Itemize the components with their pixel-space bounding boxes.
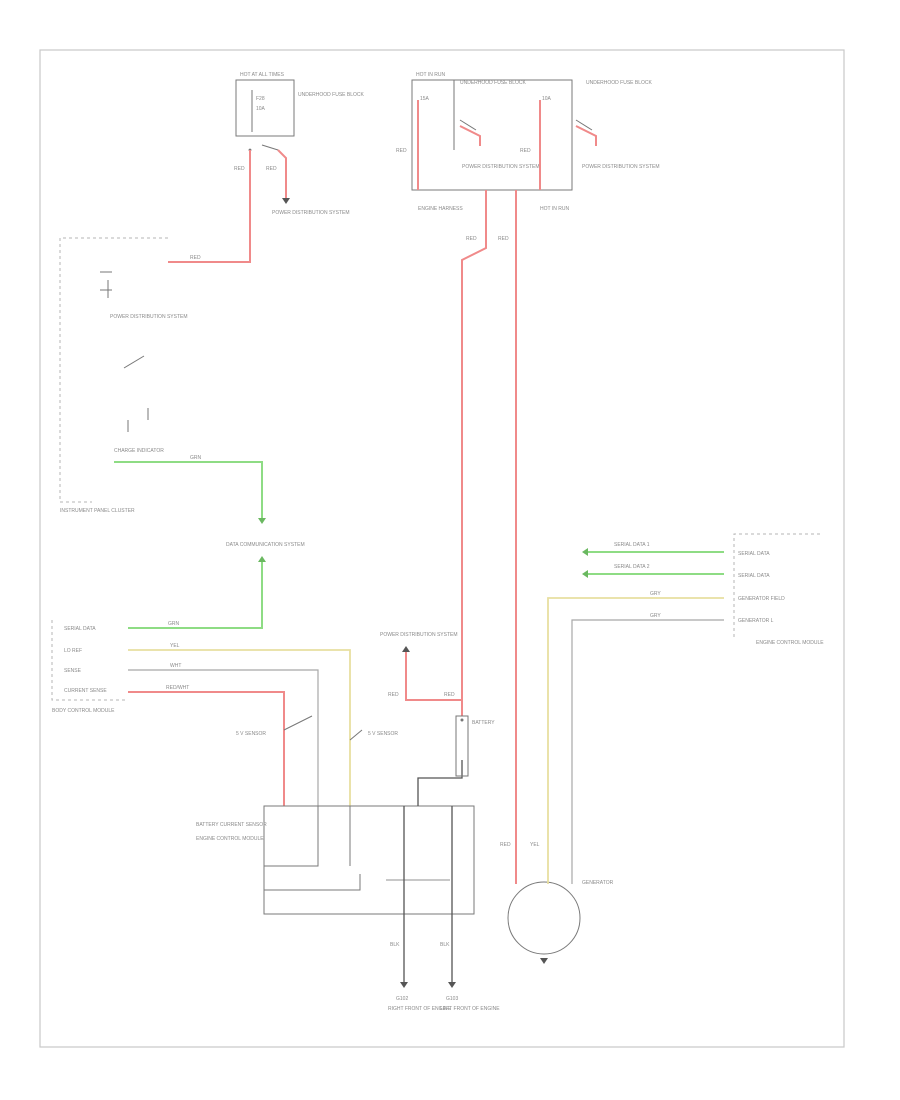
wire-gray-gen-l <box>571 619 724 884</box>
battery-junction <box>455 715 469 777</box>
label-ground-left-desc: RIGHT FRONT OF ENGINE <box>388 1006 452 1012</box>
fuse-block-middle: HOT IN RUN UNDERHOOD FUSE BLOCK UNDERHOO… <box>411 72 660 212</box>
wire-green-bcm-data <box>128 562 263 629</box>
bcm-pin-sense: SENSE <box>64 668 82 674</box>
label-instrument-cluster: INSTRUMENT PANEL CLUSTER <box>60 508 135 514</box>
arrow-data-down <box>258 518 266 524</box>
arrow-power-distribution <box>282 198 290 204</box>
switch-5v-left <box>283 715 313 731</box>
label-engine-harness: ENGINE HARNESS <box>418 206 463 212</box>
label-underhood-fuse-block-3: UNDERHOOD FUSE BLOCK <box>586 80 653 86</box>
wire-code-red-4: RED <box>520 148 531 154</box>
junction-dot-battery <box>460 718 464 722</box>
wire-code-yel-1: YEL <box>170 643 180 649</box>
label-power-dist-2: POWER DISTRIBUTION SYSTEM <box>462 164 540 170</box>
arrow-generator-ground <box>540 958 548 964</box>
fuse-block-left: HOT AT ALL TIMES F28 10A UNDERHOOD FUSE … <box>234 72 365 216</box>
wire-yellow-gen-field <box>547 597 724 884</box>
ecm-pin-gen-field: GENERATOR FIELD <box>738 596 785 602</box>
ecm-pin-serial-2: SERIAL DATA <box>738 573 770 579</box>
wire-red-fuse-right-branch <box>575 125 597 146</box>
wire-red-battery <box>405 652 463 716</box>
label-charge-indicator: CHARGE INDICATOR <box>114 448 164 454</box>
switch-5v-right <box>349 729 363 741</box>
wire-white-sense <box>128 669 319 806</box>
bcm-pin-serial-data: SERIAL DATA <box>64 626 96 632</box>
label-battery-sensor: BATTERY CURRENT SENSOR <box>196 822 267 828</box>
arrow-serial-1 <box>582 548 588 556</box>
label-underhood-fuse-block-1: UNDERHOOD FUSE BLOCK <box>298 92 365 98</box>
wire-red-to-cluster <box>168 150 251 263</box>
wire-code-wht-1: WHT <box>170 663 181 669</box>
label-engine-control-module: ENGINE CONTROL MODULE <box>196 836 264 842</box>
label-generator: GENERATOR <box>582 880 614 886</box>
label-power-dist-1: POWER DISTRIBUTION SYSTEM <box>272 210 350 216</box>
wire-code-red-5: RED <box>466 236 477 242</box>
bcm-pin-current-sense: CURRENT SENSE <box>64 688 107 694</box>
wire-red-fuse-mid-branch <box>459 125 481 146</box>
label-hot-at-all-times: HOT AT ALL TIMES <box>240 72 285 78</box>
arrow-ground-right <box>448 982 456 988</box>
label-fuse-right: 10A <box>542 96 552 102</box>
wire-code-blk-2: BLK <box>440 942 450 948</box>
generator-body <box>507 881 581 955</box>
label-body-control-module: BODY CONTROL MODULE <box>52 708 115 714</box>
wire-red-feed-battery <box>461 190 487 702</box>
label-ground-left: G102 <box>396 996 408 1002</box>
arrow-data-up <box>258 556 266 562</box>
wire-black-module <box>417 760 463 806</box>
arrow-serial-2 <box>582 570 588 578</box>
wire-code-red-3: RED <box>396 148 407 154</box>
arrow-power-distribution-mid <box>402 646 410 652</box>
label-fuse-mid: 15A <box>420 96 430 102</box>
label-battery: BATTERY <box>472 720 495 726</box>
wire-green-cluster-data <box>114 461 263 520</box>
label-hot-in-run-right: HOT IN RUN <box>540 206 569 212</box>
battery-current-sensor: BATTERY CURRENT SENSOR ENGINE CONTROL MO… <box>196 805 475 915</box>
wire-code-red-cluster: RED <box>190 255 201 261</box>
label-power-dist-mid: POWER DISTRIBUTION SYSTEM <box>110 314 188 320</box>
wire-code-blk-1: BLK <box>390 942 400 948</box>
label-ground-right-desc: LEFT FRONT OF ENGINE <box>440 1006 500 1012</box>
body-control-module: SERIAL DATA LO REF SENSE CURRENT SENSE B… <box>51 620 128 714</box>
wire-code-red-wht-1: RED/WHT <box>166 685 189 691</box>
label-serial-data-2: SERIAL DATA 2 <box>614 564 650 570</box>
ecm-pin-serial-1: SERIAL DATA <box>738 551 770 557</box>
wire-code-grn-2: GRN <box>168 621 180 627</box>
engine-control-module-right: SERIAL DATA SERIAL DATA GENERATOR FIELD … <box>733 533 824 646</box>
label-ground-right: G103 <box>446 996 458 1002</box>
wire-code-red-6: RED <box>498 236 509 242</box>
label-ecm-right: ENGINE CONTROL MODULE <box>756 640 824 646</box>
wire-red-fuse-left-branch <box>277 149 287 198</box>
label-5v-sensor-right: 5 V SENSOR <box>368 731 398 737</box>
label-fuse-f28: F28 <box>256 96 265 102</box>
diagram-frame <box>39 49 845 1048</box>
wire-yellow-lo-ref <box>128 649 351 806</box>
generator: GENERATOR <box>507 880 614 964</box>
label-power-dist-3: POWER DISTRIBUTION SYSTEM <box>582 164 660 170</box>
label-serial-data-1: SERIAL DATA 1 <box>614 542 650 548</box>
wire-code-red-8: RED <box>388 692 399 698</box>
label-5v-sensor-left: 5 V SENSOR <box>236 731 266 737</box>
wire-red-current-sense <box>128 691 285 806</box>
label-power-dist-4: POWER DISTRIBUTION SYSTEM <box>380 632 458 638</box>
label-data-comm: DATA COMMUNICATION SYSTEM <box>226 542 305 548</box>
label-hot-in-run-left: HOT IN RUN <box>416 72 445 78</box>
wire-code-gry-2: GRY <box>650 613 661 619</box>
instrument-panel-cluster: POWER DISTRIBUTION SYSTEM CHARGE INDICAT… <box>59 237 188 514</box>
label-fuse-amps: 10A <box>256 106 266 112</box>
label-underhood-fuse-block-2: UNDERHOOD FUSE BLOCK <box>460 80 527 86</box>
bcm-pin-lo-ref: LO REF <box>64 648 82 654</box>
wire-code-red-9: RED <box>444 692 455 698</box>
ecm-pin-gen-l: GENERATOR L <box>738 618 774 624</box>
wire-code-red-1: RED <box>234 166 245 172</box>
arrow-ground-left <box>400 982 408 988</box>
wire-code-red-2: RED <box>266 166 277 172</box>
wire-code-red-7: RED <box>500 842 511 848</box>
wire-code-gry-1: GRY <box>650 591 661 597</box>
wire-code-grn-1: GRN <box>190 455 202 461</box>
wire-code-yel-2: YEL <box>530 842 540 848</box>
